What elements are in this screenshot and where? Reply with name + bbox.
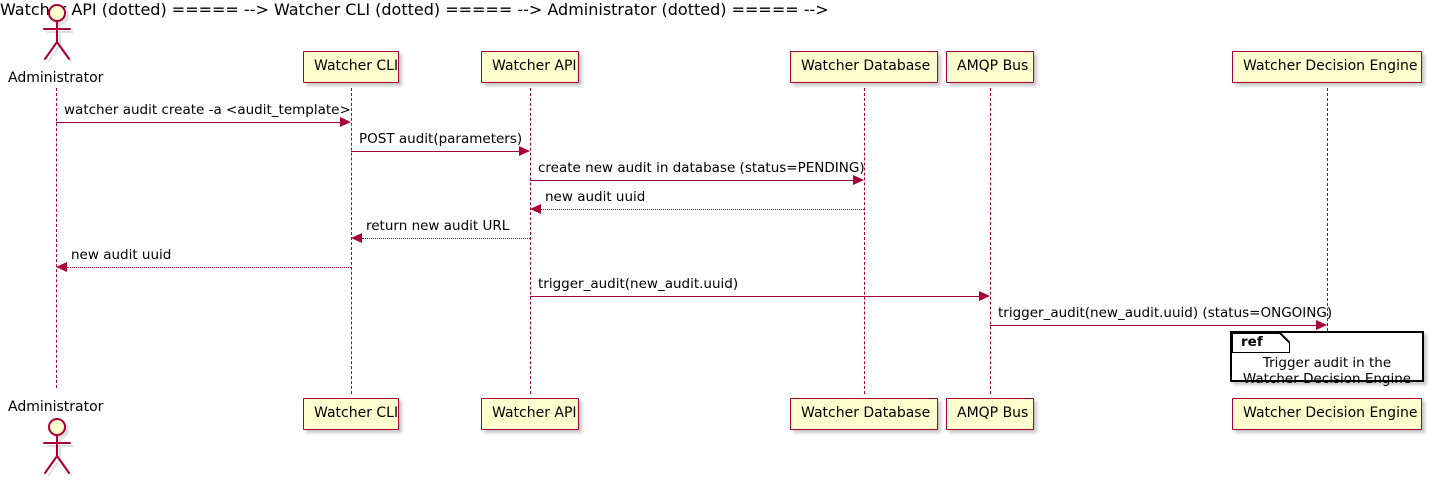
participant-amqp-bus-bottom[interactable]: AMQP Bus (946, 398, 1034, 430)
message-line-3 (530, 180, 853, 181)
participant-watcher-cli-bottom[interactable]: Watcher CLI (303, 398, 399, 430)
arrow-head-right-icon (853, 175, 864, 185)
arrow-head-right-icon (340, 117, 351, 127)
message-label-4: new audit uuid (545, 189, 646, 205)
ref-tab-label: ref (1241, 334, 1263, 350)
participant-watcher-decision-engine-top[interactable]: Watcher Decision Engine (1232, 51, 1422, 83)
participant-watcher-api-top[interactable]: Watcher API (481, 51, 579, 83)
participant-amqp-bus-top[interactable]: AMQP Bus (946, 51, 1034, 83)
ref-fragment: ref Trigger audit in the Watcher Decisio… (1230, 331, 1424, 387)
participant-watcher-database-bottom[interactable]: Watcher Database (790, 398, 938, 430)
message-label-5: return new audit URL (366, 218, 510, 234)
message-line-7 (530, 296, 979, 297)
actor-label-top: Administrator (8, 70, 104, 86)
message-label-6: new audit uuid (71, 247, 172, 263)
arrow-head-left-icon (530, 204, 541, 214)
actor-stick-figure-icon (43, 418, 73, 477)
message-line-5 (362, 238, 530, 239)
ref-body-line-2: Watcher Decision Engine (1242, 371, 1412, 387)
actor-label-bottom: Administrator (8, 399, 104, 415)
message-label-2: POST audit(parameters) (359, 131, 523, 147)
message-line-4 (541, 209, 864, 210)
participant-watcher-cli-top[interactable]: Watcher CLI (303, 51, 399, 83)
lifeline-watcher-database (864, 88, 865, 394)
arrow-head-right-icon (979, 291, 990, 301)
lifeline-administrator (56, 88, 57, 388)
participant-watcher-database-top[interactable]: Watcher Database (790, 51, 938, 83)
message-label-1: watcher audit create -a <audit_template> (64, 102, 351, 118)
actor-administrator-bottom (34, 416, 80, 478)
lifeline-amqp-bus (990, 88, 991, 394)
lifeline-watcher-api (530, 88, 531, 394)
message-label-7: trigger_audit(new_audit.uuid) (538, 276, 739, 292)
ref-body: Trigger audit in the Watcher Decision En… (1232, 355, 1422, 387)
arrow-head-left-icon (56, 262, 67, 272)
message-line-8 (990, 325, 1316, 326)
arrow-head-right-icon (1316, 320, 1327, 330)
lifeline-watcher-decision-engine (1327, 88, 1328, 331)
message-label-3: create new audit in database (status=PEN… (538, 160, 865, 176)
actor-administrator-top (34, 2, 80, 64)
arrow-head-right-icon (519, 146, 530, 156)
participant-watcher-api-bottom[interactable]: Watcher API (481, 398, 579, 430)
ref-tab-shape (1232, 333, 1290, 353)
ref-body-line-1: Trigger audit in the (1262, 355, 1392, 371)
message-line-1 (56, 122, 340, 123)
participant-watcher-decision-engine-bottom[interactable]: Watcher Decision Engine (1232, 398, 1422, 430)
message-line-2 (351, 151, 519, 152)
message-line-6 (67, 267, 351, 268)
message-label-8: trigger_audit(new_audit.uuid) (status=ON… (998, 305, 1333, 321)
actor-stick-figure-icon (43, 4, 73, 63)
arrow-head-left-icon (351, 233, 362, 243)
